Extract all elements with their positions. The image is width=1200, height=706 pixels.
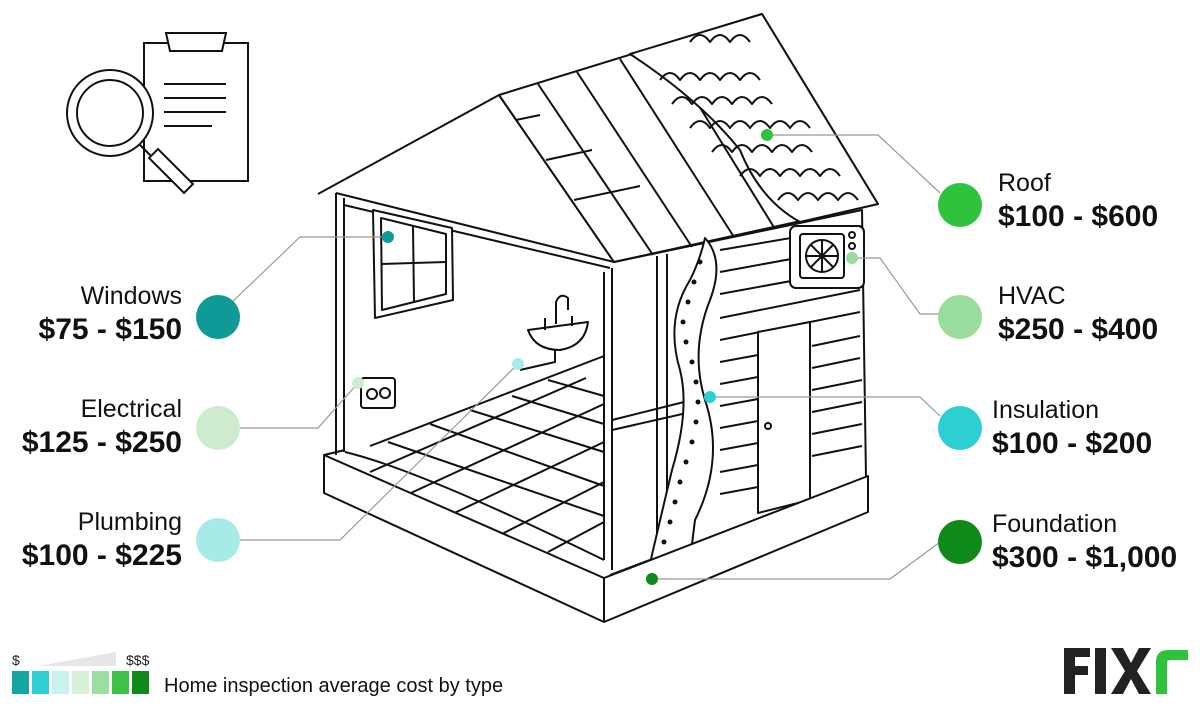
label-insulation: Insulation $100 - $200 xyxy=(992,398,1152,459)
inspection-clipboard-icon xyxy=(66,32,249,195)
legend-swatch xyxy=(92,671,109,694)
marker-electrical xyxy=(196,406,240,450)
label-hvac: HVAC $250 - $400 xyxy=(998,284,1158,345)
fixr-logo xyxy=(1064,648,1188,694)
marker-foundation xyxy=(938,520,982,564)
label-electrical-cost: $125 - $250 xyxy=(21,426,182,459)
label-windows: Windows $75 - $150 xyxy=(39,284,182,345)
label-plumbing-cost: $100 - $225 xyxy=(21,539,182,572)
label-roof-name: Roof xyxy=(998,169,1051,197)
marker-plumbing xyxy=(196,518,240,562)
marker-windows xyxy=(196,295,240,339)
connector-foundation xyxy=(652,541,941,580)
label-electrical: Electrical $125 - $250 xyxy=(22,397,182,458)
connector-plumbing xyxy=(240,363,519,541)
anchor-dot-windows xyxy=(382,231,394,243)
legend-swatch xyxy=(32,671,49,694)
label-hvac-name: HVAC xyxy=(998,282,1066,310)
label-roof-cost: $100 - $600 xyxy=(998,200,1159,233)
label-foundation-name: Foundation xyxy=(992,510,1118,538)
label-foundation: Foundation $300 - $1,000 xyxy=(992,512,1177,573)
connector-roof xyxy=(767,134,941,194)
legend-wedge xyxy=(38,652,116,666)
legend-title: Home inspection average cost by type xyxy=(164,675,504,697)
label-plumbing-name: Plumbing xyxy=(77,508,182,536)
legend-low-label: $ xyxy=(12,652,20,668)
label-hvac-cost: $250 - $400 xyxy=(998,313,1159,346)
anchor-dot-plumbing xyxy=(512,358,524,370)
connector-hvac xyxy=(852,257,940,315)
label-plumbing: Plumbing $100 - $225 xyxy=(22,510,182,571)
label-insulation-name: Insulation xyxy=(992,396,1100,424)
connector-windows xyxy=(229,236,388,305)
label-windows-name: Windows xyxy=(80,282,182,310)
label-electrical-name: Electrical xyxy=(80,395,182,423)
label-foundation-cost: $300 - $1,000 xyxy=(992,541,1178,574)
connector-insulation xyxy=(710,396,941,417)
anchor-dot-electrical xyxy=(352,377,364,389)
label-roof: Roof $100 - $600 xyxy=(998,171,1158,232)
anchor-dots xyxy=(352,129,858,585)
connector-electrical xyxy=(240,382,359,429)
legend-swatch xyxy=(52,671,69,694)
marker-roof xyxy=(938,183,982,227)
anchor-dot-insulation xyxy=(704,391,716,403)
legend-swatch xyxy=(132,671,149,694)
marker-insulation xyxy=(938,406,982,450)
label-insulation-cost: $100 - $200 xyxy=(992,427,1153,460)
legend-swatch xyxy=(12,671,29,694)
anchor-dot-hvac xyxy=(846,252,858,264)
legend-swatch xyxy=(112,671,129,694)
anchor-dot-roof xyxy=(761,129,773,141)
category-markers xyxy=(196,183,982,564)
connector-lines xyxy=(229,134,941,580)
label-windows-cost: $75 - $150 xyxy=(38,313,182,346)
house-illustration xyxy=(317,13,879,623)
legend-high-label: $$$ xyxy=(126,652,150,668)
anchor-dot-foundation xyxy=(646,573,658,585)
legend-swatch xyxy=(72,671,89,694)
marker-hvac xyxy=(938,295,982,339)
